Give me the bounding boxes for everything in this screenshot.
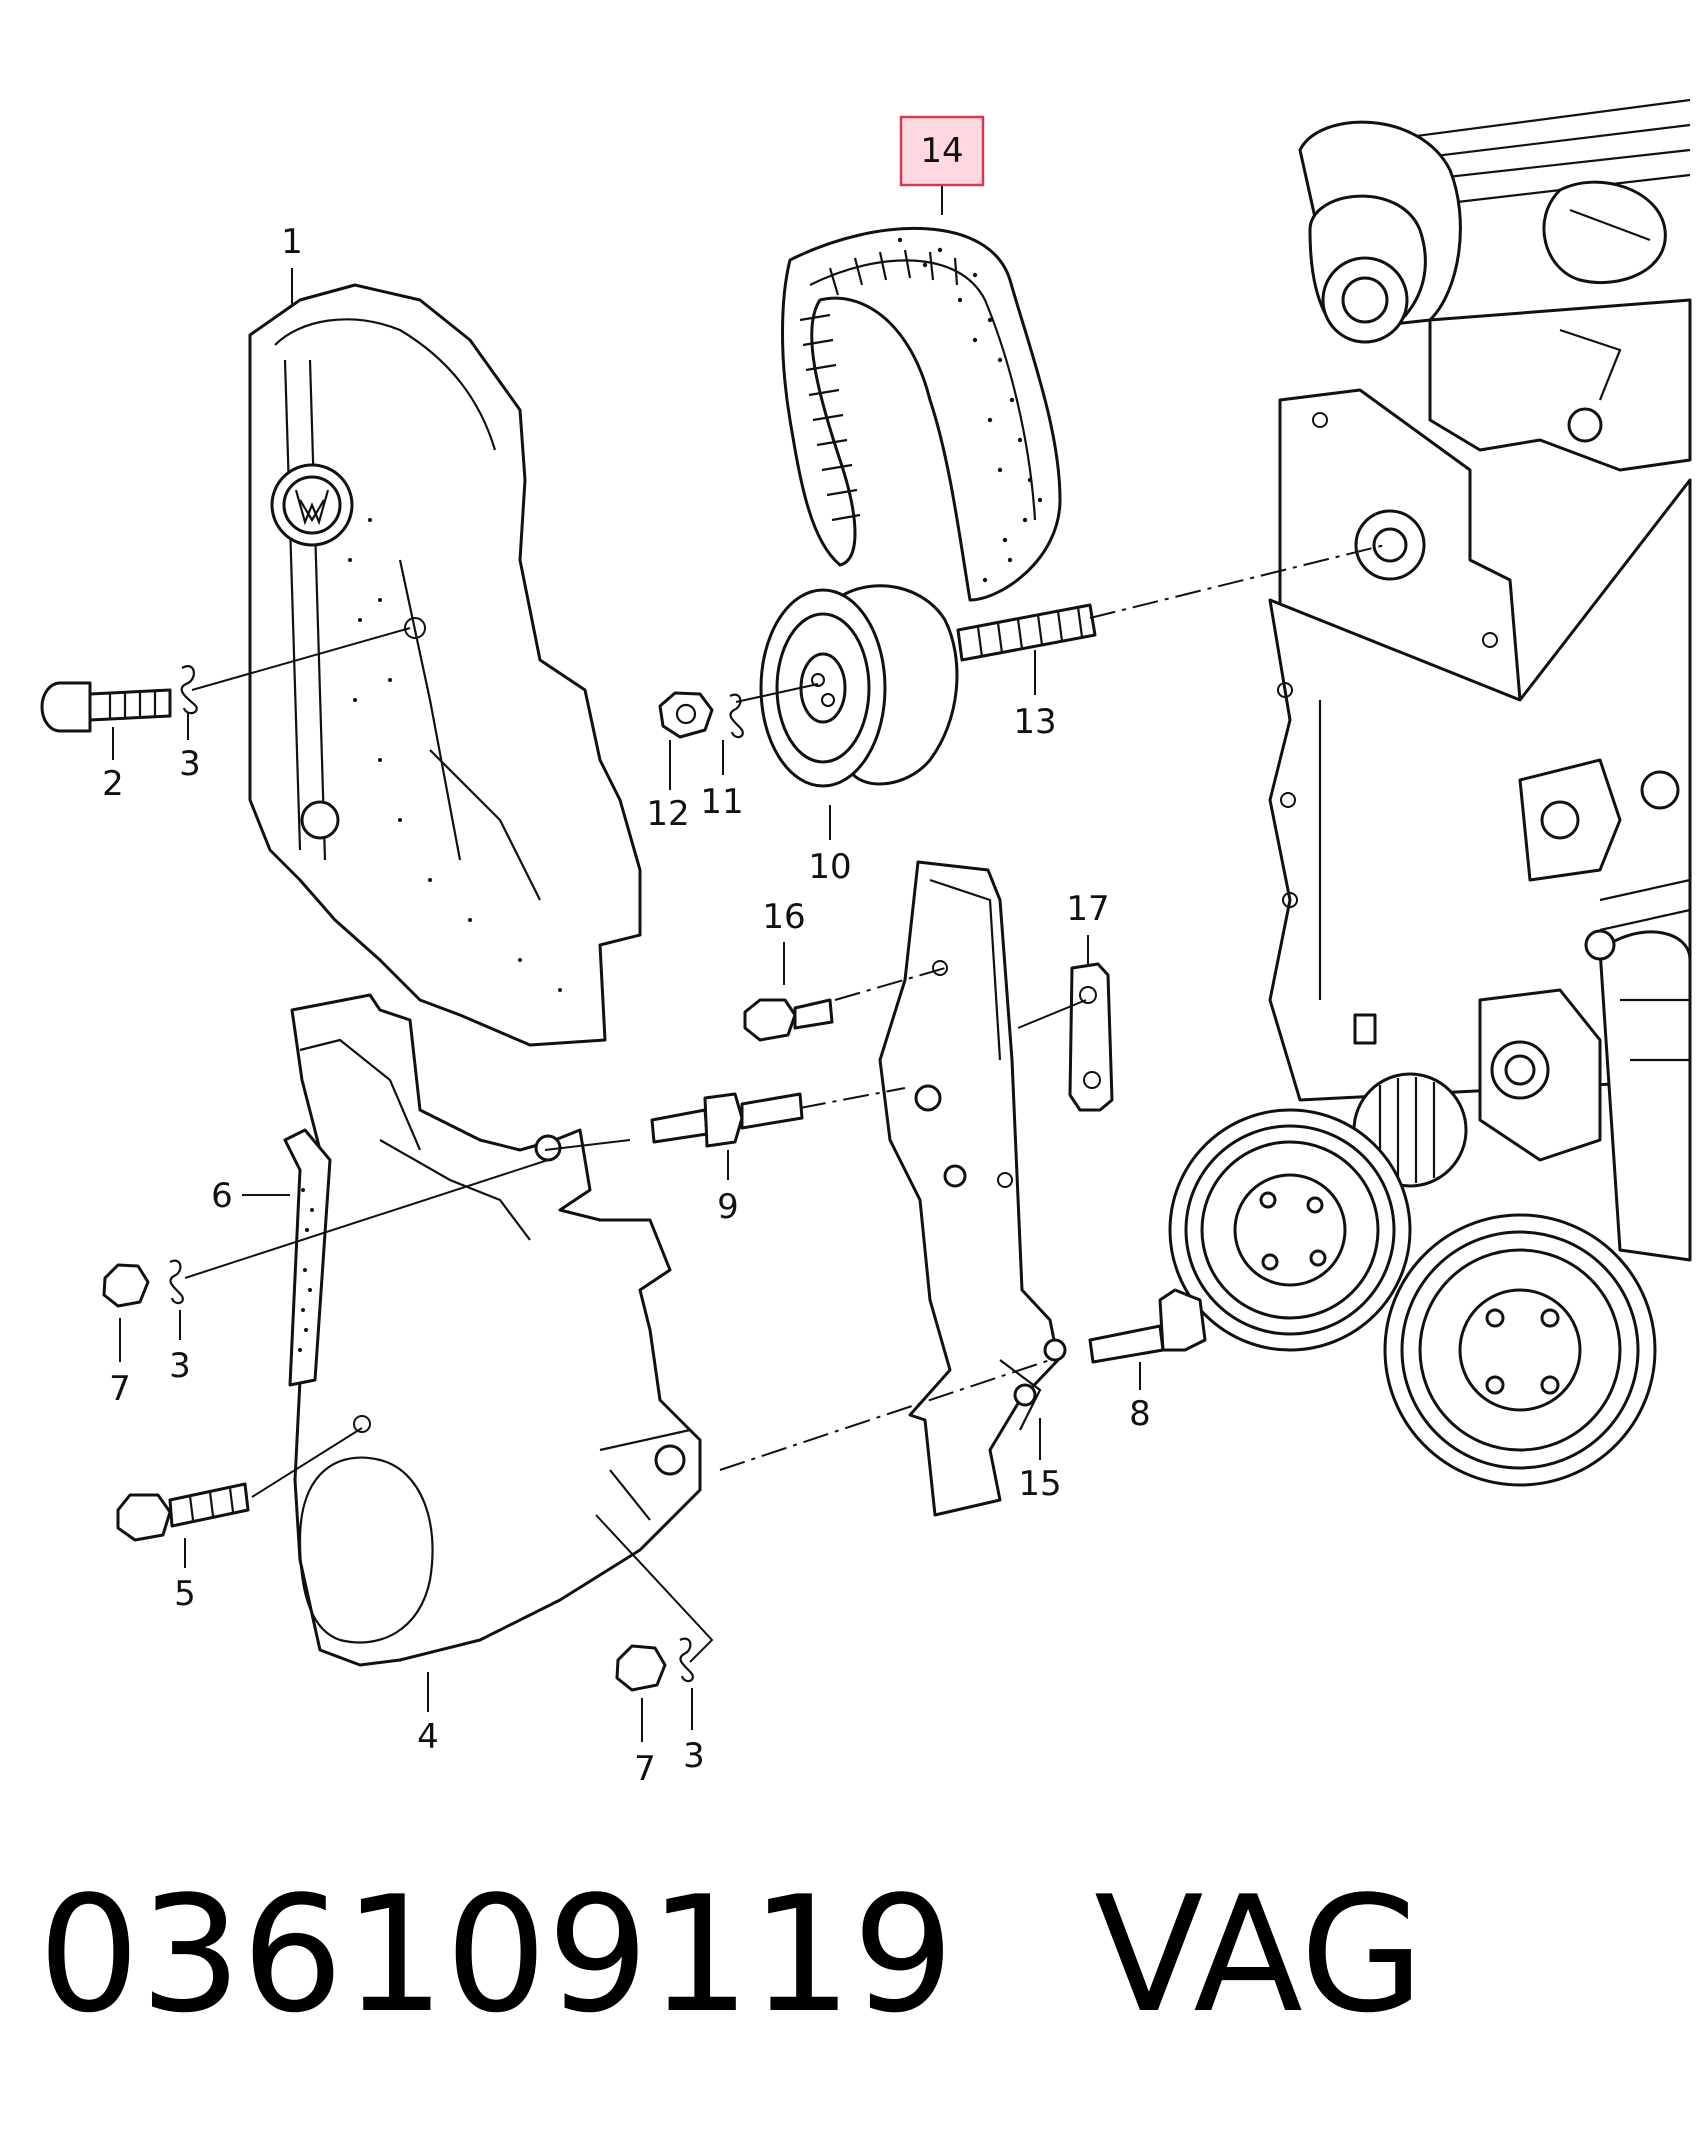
callout-17: 17 [1066,889,1109,929]
part-3-washer [180,665,198,715]
part-10-tensioner-pulley [759,584,959,788]
part-15-rear-cover [878,860,1067,1517]
callout-1: 1 [281,222,303,262]
callout-12: 12 [646,794,689,834]
callout-labels: 1 2 3 14 13 12 11 10 16 17 6 7 3 9 8 15 … [102,131,1151,1789]
assembly-lines [184,544,1386,1663]
callout-9: 9 [717,1187,739,1227]
part-2-bolt [40,681,172,733]
part-5-bolt [116,1482,250,1542]
callout-13: 13 [1013,702,1056,742]
callout-6: 6 [211,1176,233,1216]
part-8-bolt [1088,1288,1207,1364]
part-9-stud [650,1092,804,1148]
part-11-washer [729,693,744,739]
callout-7-left: 7 [109,1369,131,1409]
part-3-washer-left [169,1259,184,1305]
callout-leaders [112,165,1141,1742]
callout-14: 14 [920,131,963,171]
part-13-stud [956,603,1097,662]
part-14-timing-belt [781,226,1062,602]
part-3-washer-bottom [679,1637,694,1683]
brand-text: VAG [1094,1861,1425,2048]
exploded-parts-diagram: 1 2 3 14 13 12 11 10 16 17 6 7 3 9 8 15 … [40,98,1692,1789]
callout-3-bottom: 3 [683,1736,705,1776]
callout-4: 4 [417,1717,439,1757]
callout-15: 15 [1018,1464,1061,1504]
footer-caption: 036109119 VAG [38,1855,1678,2055]
callout-8: 8 [1129,1394,1151,1434]
callout-10: 10 [808,847,851,887]
callout-11: 11 [700,782,743,822]
highlight-box-14 [899,115,985,187]
callout-2: 2 [102,764,124,804]
part-16-bolt [743,998,834,1042]
part-1-upper-timing-cover [248,283,642,1047]
callout-7-bottom: 7 [634,1749,656,1789]
part-12-nut [658,691,714,739]
callout-16: 16 [762,897,805,937]
callout-3-left: 3 [169,1346,191,1386]
part-number-text: 036109119 [38,1861,955,2048]
engine-block-drawing [1168,98,1692,1487]
part-7-nut-bottom [615,1644,667,1692]
part-7-nut-left [102,1263,150,1308]
callout-3-top: 3 [179,744,201,784]
part-17-bracket-plate [1068,962,1114,1112]
part-6-seal-strip [283,1128,332,1387]
callout-5: 5 [174,1574,196,1614]
part-4-lower-timing-cover [290,993,702,1667]
